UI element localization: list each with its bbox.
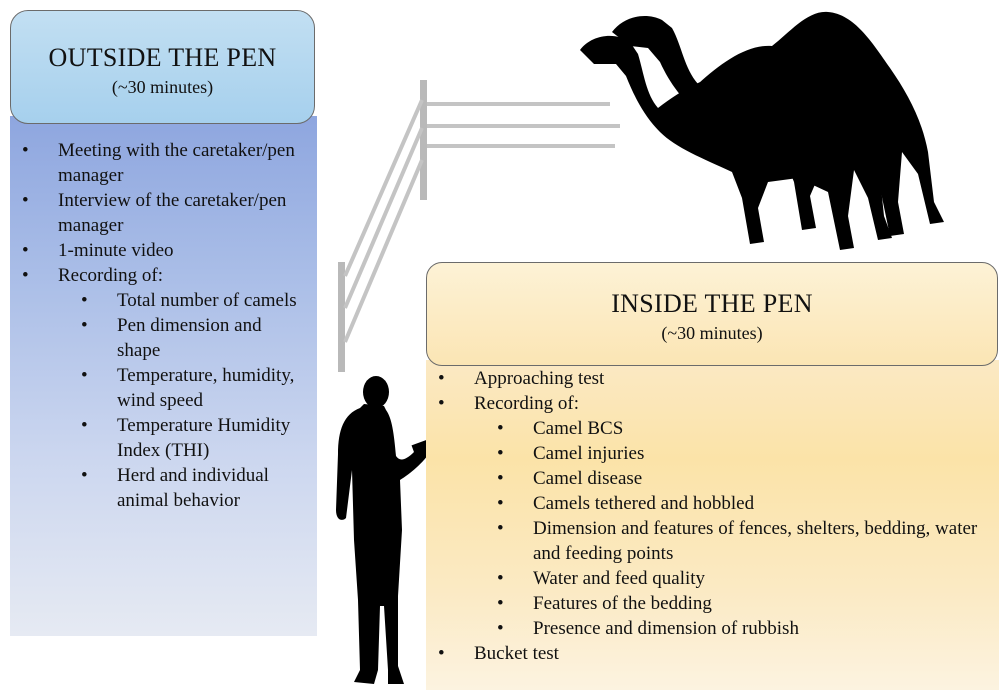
list-subitem: Total number of camels — [81, 288, 308, 313]
list-subitem: Temperature Humidity Index (THI) — [81, 413, 308, 463]
list-subitem: Camels tethered and hobbled — [497, 491, 994, 516]
list-subitem: Camel disease — [497, 466, 994, 491]
list-subitem: Presence and dimension of rubbish — [497, 616, 994, 641]
outside-list: Meeting with the caretaker/pen manager I… — [22, 138, 308, 513]
list-item: Bucket test — [438, 641, 994, 666]
outside-panel-header: OUTSIDE THE PEN (~30 minutes) — [10, 10, 315, 124]
fence-icon — [338, 80, 620, 372]
list-subitem: Camel injuries — [497, 441, 994, 466]
inside-list: Approaching test Recording of: Camel BCS… — [438, 366, 994, 666]
list-item: Recording of: — [438, 391, 994, 416]
inside-title: INSIDE THE PEN — [611, 289, 813, 318]
list-subitem: Dimension and features of fences, shelte… — [497, 516, 994, 566]
inside-duration: (~30 minutes) — [661, 323, 763, 343]
list-subitem: Features of the bedding — [497, 591, 994, 616]
list-subitem: Temperature, humidity, wind speed — [81, 363, 308, 413]
list-item: Recording of: — [22, 263, 308, 288]
list-subitem: Water and feed quality — [497, 566, 994, 591]
list-item: Meeting with the caretaker/pen manager — [22, 138, 308, 188]
list-subitem: Camel BCS — [497, 416, 994, 441]
list-item: Interview of the caretaker/pen manager — [22, 188, 308, 238]
list-item: Approaching test — [438, 366, 994, 391]
camels-silhouette-icon — [580, 11, 944, 250]
list-subitem: Pen dimension and shape — [81, 313, 308, 363]
inside-panel-header: INSIDE THE PEN (~30 minutes) — [426, 262, 998, 366]
list-subitem: Herd and individual animal behavior — [81, 463, 308, 513]
outside-title: OUTSIDE THE PEN — [48, 43, 277, 72]
list-item: 1-minute video — [22, 238, 308, 263]
outside-duration: (~30 minutes) — [111, 77, 214, 97]
